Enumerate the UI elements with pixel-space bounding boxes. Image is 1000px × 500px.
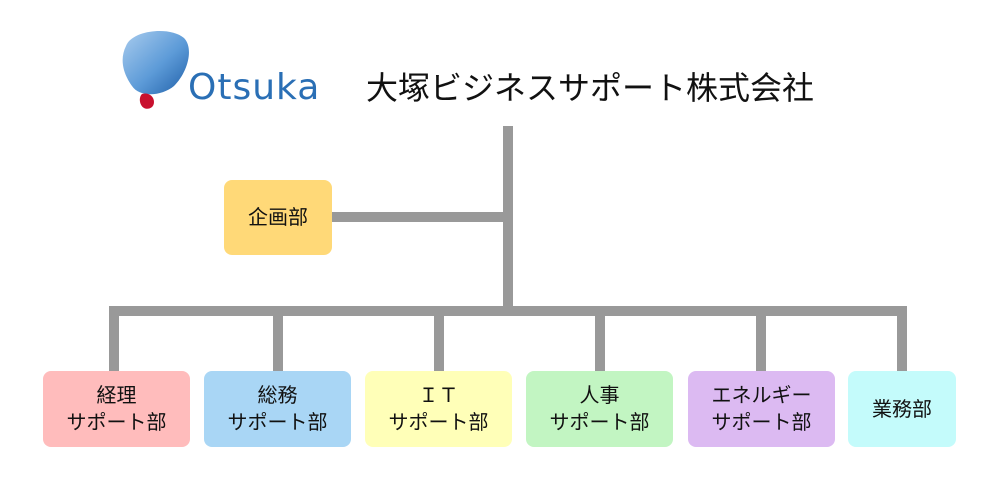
planning-department-label: 企画部: [248, 205, 308, 229]
accounting-support-department-box: 経理 サポート部: [43, 371, 190, 447]
connector-drop-4: [595, 306, 605, 372]
connector-drop-3: [434, 306, 444, 372]
planning-department-box: 企画部: [224, 180, 332, 255]
general-affairs-support-department-box: 総務 サポート部: [204, 371, 351, 447]
department-label-line2: サポート部: [66, 410, 167, 434]
hr-support-department-box: 人事 サポート部: [526, 371, 673, 447]
department-label-line1: 人事: [579, 383, 620, 407]
energy-support-department-box: エネルギー サポート部: [688, 371, 835, 447]
department-label-line2: サポート部: [549, 410, 650, 434]
otsuka-logo: Otsuka: [118, 28, 348, 118]
connector-drop-2: [273, 306, 283, 372]
connector-horizontal: [109, 306, 907, 316]
connector-drop-5: [756, 306, 766, 372]
department-label-line2: サポート部: [227, 410, 328, 434]
department-label-line1: ＩＴ: [418, 383, 459, 407]
department-label-line2: サポート部: [711, 410, 812, 434]
company-name: 大塚ビジネスサポート株式会社: [366, 69, 815, 107]
connector-drop-6: [897, 306, 907, 372]
department-label-line1: 総務: [257, 383, 298, 407]
it-support-department-box: ＩＴ サポート部: [365, 371, 512, 447]
department-label-line1: 業務部: [872, 396, 932, 421]
department-label-line1: エネルギー: [711, 383, 812, 407]
operations-department-box: 業務部: [848, 371, 956, 447]
connector-trunk: [503, 126, 513, 312]
otsuka-logo-icon: [122, 31, 189, 109]
logo-wordmark: Otsuka: [188, 67, 321, 108]
connector-drop-1: [109, 306, 119, 372]
department-label-line1: 経理: [96, 383, 137, 407]
connector-planning: [332, 212, 508, 222]
department-label-line2: サポート部: [388, 410, 489, 434]
